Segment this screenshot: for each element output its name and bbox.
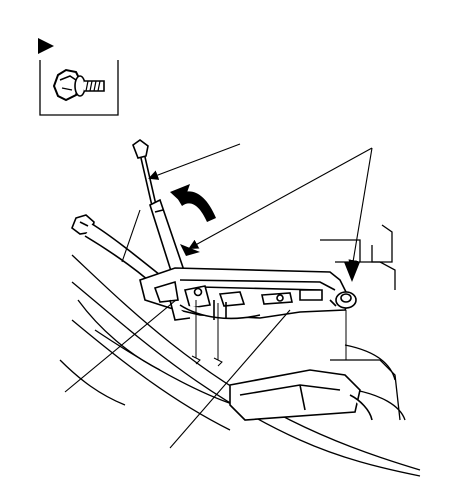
leader-line-lower-middle — [169, 309, 291, 449]
lower-beam — [229, 369, 373, 421]
leader-line-lower-left — [64, 299, 177, 393]
motion-arrow — [170, 184, 216, 222]
pointer-triangle-icon — [38, 38, 54, 54]
leader-lines — [64, 209, 291, 449]
legend — [38, 38, 119, 116]
bolt-centerlines — [191, 300, 347, 367]
leader-line-upper-left — [121, 209, 141, 263]
right-mount-bolt — [329, 291, 357, 309]
callout-arrows — [148, 143, 373, 282]
callout-arrow-right-bolt-head — [344, 262, 360, 282]
callout-arrow-right-bolt — [348, 147, 373, 270]
callout-arrow-bracket-bolt-head — [180, 244, 200, 256]
flange-bolt-icon — [39, 60, 119, 116]
lock-bracket — [139, 267, 351, 321]
callout-arrow-bracket-bolt — [188, 147, 373, 249]
callout-arrow-rod — [148, 143, 241, 180]
body-panels — [59, 224, 421, 477]
